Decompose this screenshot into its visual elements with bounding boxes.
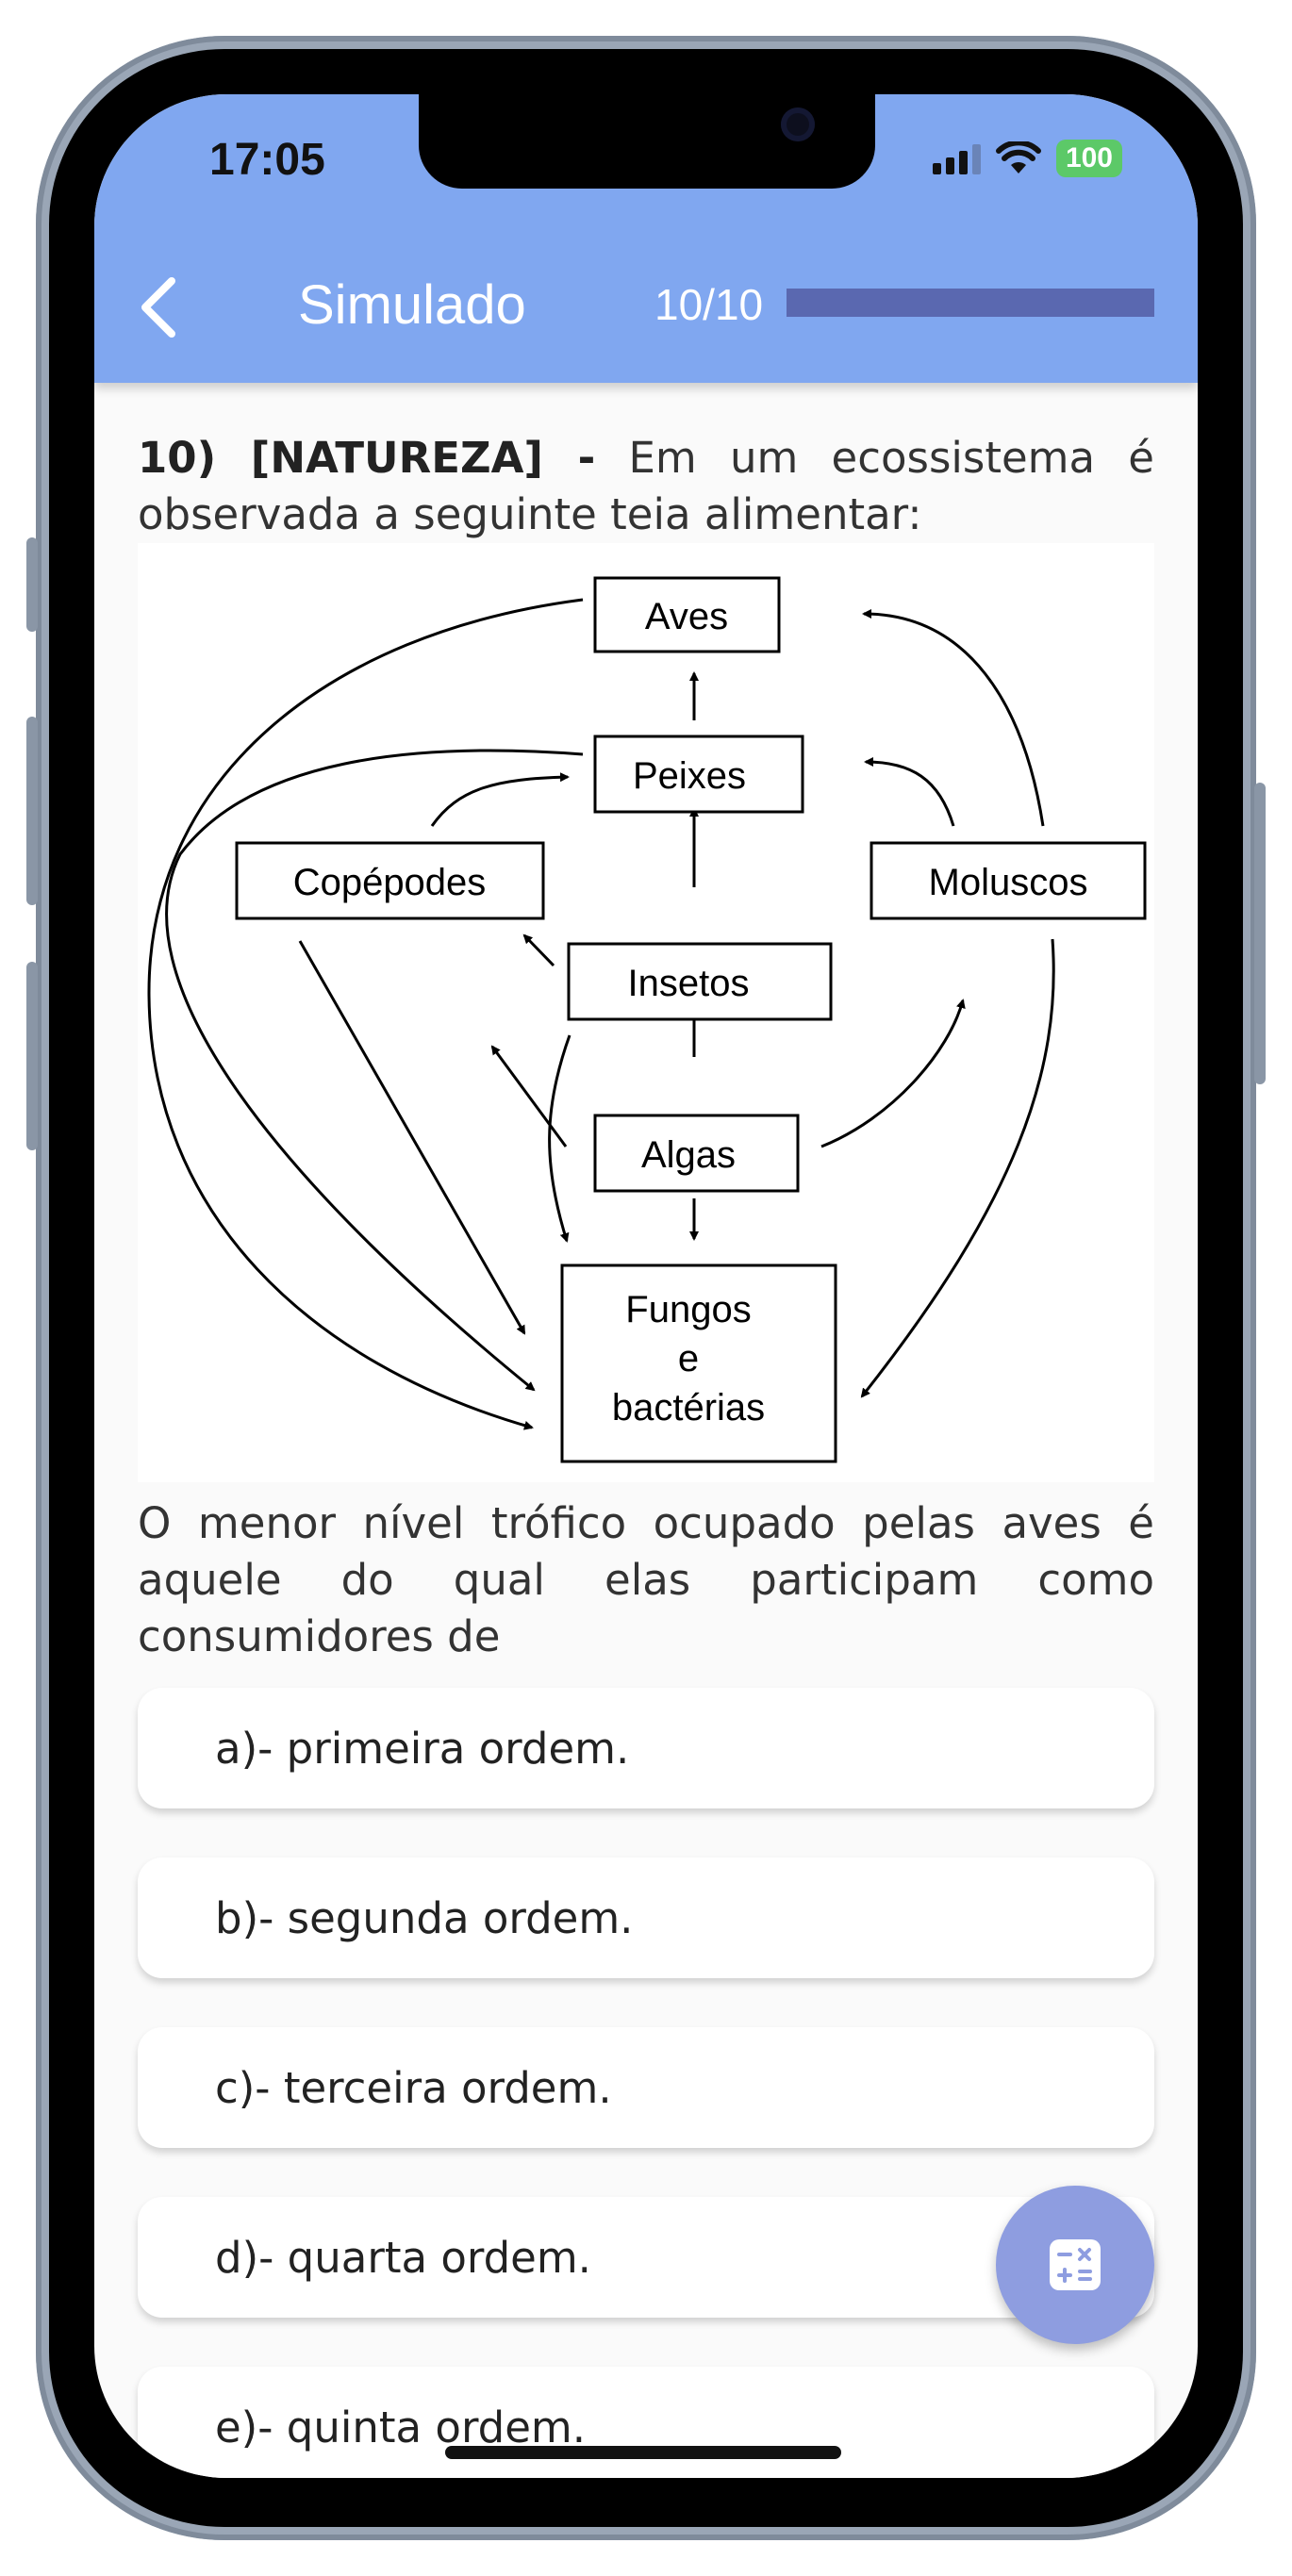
front-camera <box>781 107 815 141</box>
question-stem: O menor nível trófico ocupado pelas aves… <box>138 1498 1154 1661</box>
arrow-moluscos-aves <box>862 609 1045 827</box>
cellular-signal-icon <box>932 142 981 174</box>
arrow-insetos-fungos <box>548 1034 571 1243</box>
status-icons: 100 <box>932 140 1122 177</box>
node-moluscos-label: Moluscos <box>929 862 1088 903</box>
node-fungos-box <box>560 1263 837 1463</box>
node-fungos-label-line1: Fungos <box>625 1289 751 1330</box>
node-copepodes-label: Copépodes <box>293 862 487 903</box>
node-aves-label: Aves <box>645 596 728 637</box>
option-e[interactable]: e)- quinta ordem. <box>138 2367 1154 2478</box>
notch <box>419 94 875 189</box>
arrow-copepodes-peixes <box>430 772 570 827</box>
node-fungos-label-line2: e <box>678 1338 699 1379</box>
question-number: 10) [NATUREZA] - <box>138 433 596 483</box>
calculator-button[interactable] <box>996 2186 1154 2344</box>
arrow-aves-fungos <box>147 598 584 1430</box>
food-web-diagram: Aves Peixes Copépodes Moluscos Insetos A… <box>138 543 1154 1482</box>
arrow-moluscos-peixes <box>864 757 955 827</box>
side-button-volume-down <box>26 962 38 1150</box>
progress-bar <box>787 289 1154 317</box>
option-d[interactable]: d)- quarta ordem. <box>138 2197 1154 2318</box>
side-button-volume-up <box>26 717 38 905</box>
back-button[interactable] <box>130 270 187 345</box>
arrow-moluscos-fungos <box>860 938 1055 1398</box>
arrow-algas-copepodes <box>490 1045 568 1148</box>
status-time: 17:05 <box>209 135 325 185</box>
arrow-copepodes-fungos <box>298 940 526 1335</box>
home-indicator[interactable] <box>445 2446 841 2459</box>
calculator-icon <box>1050 2239 1101 2290</box>
app-header: 17:05 100 Simulado 10/10 <box>94 94 1198 383</box>
battery-icon: 100 <box>1055 140 1122 177</box>
option-c[interactable]: c)- terceira ordem. <box>138 2027 1154 2148</box>
node-insetos-box <box>567 942 833 1021</box>
node-moluscos-box <box>870 841 1147 920</box>
option-b[interactable]: b)- segunda ordem. <box>138 1858 1154 1978</box>
side-button-power <box>1254 783 1266 1084</box>
node-peixes-box <box>593 735 804 814</box>
question-text: 10) [NATUREZA] - Em um ecossistema é obs… <box>138 430 1154 543</box>
progress-bar-fill <box>787 289 1154 317</box>
arrow-peixes-fungos <box>165 749 584 1392</box>
node-peixes-label: Peixes <box>633 755 746 797</box>
node-aves-box <box>593 576 781 653</box>
arrow-algas-moluscos <box>820 999 966 1148</box>
node-copepodes-box <box>235 841 545 920</box>
app-screen: 17:05 100 Simulado 10/10 10) [NATUREZA] … <box>94 94 1198 2478</box>
page-title: Simulado <box>298 274 526 336</box>
node-fungos-label-line3: bactérias <box>612 1387 765 1428</box>
node-algas-box <box>593 1114 800 1193</box>
option-a[interactable]: a)- primeira ordem. <box>138 1688 1154 1808</box>
wifi-icon <box>995 141 1041 173</box>
question-intro: Em um ecossistema é observada a seguinte… <box>138 433 1154 539</box>
arrow-insetos-copepodes <box>522 933 555 967</box>
food-web-svg: Aves Peixes Copépodes Moluscos Insetos A… <box>147 576 1147 1463</box>
node-insetos-label: Insetos <box>628 963 750 1004</box>
progress-counter: 10/10 <box>654 280 764 329</box>
node-algas-label: Algas <box>641 1134 736 1176</box>
side-button-mute <box>26 537 38 632</box>
